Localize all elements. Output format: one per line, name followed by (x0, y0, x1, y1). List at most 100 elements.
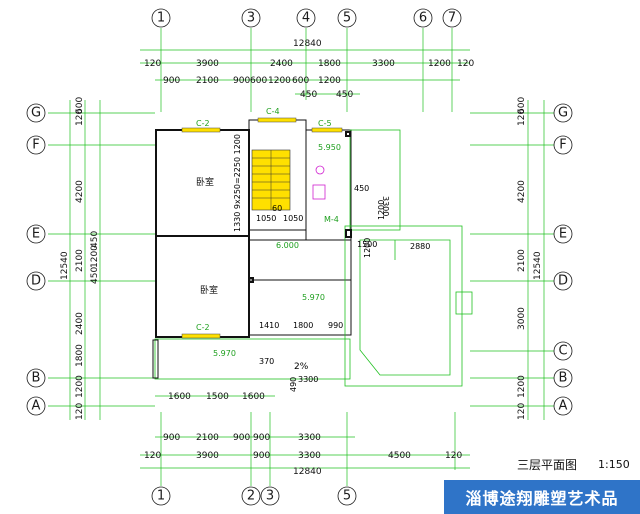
svg-text:990: 990 (328, 321, 343, 330)
plan-title: 三层平面图 (517, 458, 578, 472)
building-walls (152, 119, 463, 387)
dim-bottom-total: 12840 (293, 467, 322, 477)
svg-text:3900: 3900 (196, 59, 219, 69)
windows (181, 117, 343, 339)
bottom-axis-lines (160, 412, 456, 486)
svg-text:F: F (32, 138, 39, 153)
svg-text:450: 450 (336, 90, 353, 100)
svg-text:2400: 2400 (75, 312, 85, 335)
svg-text:1: 1 (157, 489, 165, 504)
svg-text:1600: 1600 (168, 392, 191, 402)
svg-text:1050: 1050 (283, 214, 303, 223)
axis-bubble-bottom-5: 5 (337, 486, 357, 506)
svg-text:A: A (559, 399, 568, 414)
axis-bubble-bottom-1: 1 (151, 486, 171, 506)
axis-bubble-left-D: D (26, 271, 46, 291)
svg-text:C-5: C-5 (318, 119, 332, 128)
svg-text:G: G (31, 106, 41, 121)
svg-text:A: A (32, 399, 41, 414)
svg-text:1200: 1200 (363, 238, 372, 258)
svg-text:490: 490 (289, 377, 298, 392)
svg-text:60: 60 (272, 204, 282, 213)
svg-text:2100: 2100 (196, 433, 219, 443)
svg-text:2880: 2880 (410, 242, 430, 251)
axis-bubble-left-A: A (26, 396, 46, 416)
svg-text:450: 450 (90, 231, 100, 248)
window-c4-top (257, 117, 297, 123)
svg-text:3900: 3900 (196, 451, 219, 461)
svg-text:C: C (558, 344, 567, 359)
svg-text:3300: 3300 (298, 451, 321, 461)
axis-bubbles-left: G F E D B A (26, 103, 46, 416)
svg-text:2: 2 (247, 489, 255, 504)
svg-text:1200: 1200 (428, 59, 451, 69)
top-dimension-lines (140, 49, 470, 95)
svg-text:1800: 1800 (293, 321, 313, 330)
svg-text:1200: 1200 (268, 76, 291, 86)
svg-text:M-4: M-4 (324, 215, 339, 224)
svg-text:E: E (559, 227, 567, 242)
svg-text:2100: 2100 (517, 249, 527, 272)
svg-text:120: 120 (517, 109, 527, 126)
window-c2-top (181, 127, 221, 133)
svg-text:900: 900 (163, 433, 180, 443)
axis-bubble-top-4: 4 (296, 8, 316, 28)
svg-text:600: 600 (292, 76, 309, 86)
svg-text:G: G (558, 106, 568, 121)
watermark-banner: 淄博途翔雕塑艺术品 (444, 480, 640, 514)
svg-text:F: F (559, 138, 566, 153)
svg-text:120: 120 (75, 403, 85, 420)
svg-text:2400: 2400 (270, 59, 293, 69)
svg-text:1200: 1200 (517, 375, 527, 398)
svg-text:370: 370 (259, 357, 274, 366)
svg-text:120: 120 (144, 59, 161, 69)
svg-text:C-2: C-2 (196, 119, 210, 128)
svg-text:1200: 1200 (318, 76, 341, 86)
svg-text:900: 900 (163, 76, 180, 86)
svg-text:4500: 4500 (388, 451, 411, 461)
svg-text:2100: 2100 (75, 249, 85, 272)
axis-bubble-right-A: A (553, 396, 573, 416)
svg-text:C-4: C-4 (266, 107, 280, 116)
svg-text:1600: 1600 (242, 392, 265, 402)
svg-text:B: B (32, 371, 41, 386)
svg-text:900: 900 (233, 433, 250, 443)
svg-text:600: 600 (75, 97, 85, 114)
svg-text:4: 4 (302, 11, 310, 26)
axis-bubble-top-6: 6 (413, 8, 433, 28)
svg-text:3300: 3300 (381, 196, 390, 216)
axis-bubble-right-C: C (553, 341, 573, 361)
svg-text:3300: 3300 (372, 59, 395, 69)
svg-text:5.970: 5.970 (213, 349, 236, 358)
svg-text:D: D (558, 274, 568, 289)
axis-bubble-left-B: B (26, 368, 46, 388)
svg-text:4200: 4200 (75, 180, 85, 203)
svg-text:120: 120 (144, 451, 161, 461)
washbasin-icon (312, 184, 326, 200)
axis-bubbles-bottom: 1 2 3 5 (151, 486, 357, 506)
svg-text:450: 450 (300, 90, 317, 100)
axis-bubble-right-D: D (553, 271, 573, 291)
svg-text:1800: 1800 (318, 59, 341, 69)
axis-bubble-right-B: B (553, 368, 573, 388)
bottom-dimension-text: 1600 1500 1600 900 2100 900 900 3300 120… (144, 392, 462, 477)
axis-bubble-right-F: F (553, 135, 573, 155)
svg-text:5.970: 5.970 (302, 293, 325, 302)
svg-text:5.950: 5.950 (318, 143, 341, 152)
axis-bubble-left-E: E (26, 224, 46, 244)
left-dimension-text: 120 4200 2100 2400 1800 1200 120 12540 6… (60, 97, 100, 420)
svg-text:5: 5 (343, 489, 351, 504)
bathroom-fixtures (312, 165, 473, 315)
svg-text:900: 900 (253, 433, 270, 443)
svg-text:2%: 2% (294, 362, 309, 372)
svg-text:1200: 1200 (90, 245, 100, 268)
svg-text:600: 600 (250, 76, 267, 86)
svg-text:6: 6 (419, 11, 427, 26)
axis-bubble-top-1: 1 (151, 8, 171, 28)
axis-bubble-top-3: 3 (241, 8, 261, 28)
plan-labels: 卧室 卧室 C-2 C-4 C-5 C-2 M-4 5.950 6.000 5.… (196, 107, 430, 392)
svg-text:120: 120 (517, 403, 527, 420)
svg-text:1200: 1200 (75, 375, 85, 398)
svg-text:900: 900 (233, 76, 250, 86)
svg-text:900: 900 (253, 451, 270, 461)
